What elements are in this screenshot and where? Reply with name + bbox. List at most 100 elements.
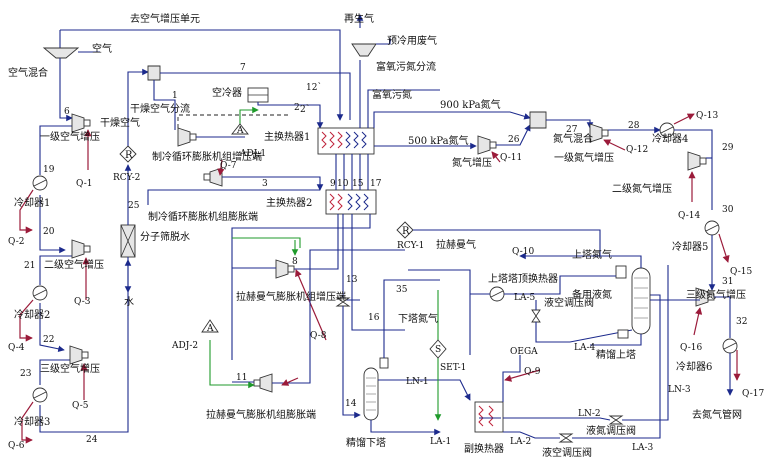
adjust-adj2[interactable] (201, 319, 219, 333)
main-heat-exchanger-2[interactable] (325, 189, 377, 215)
line-lachmann-air (231, 214, 371, 360)
lachmann-expander[interactable] (253, 373, 273, 393)
line-exp-out (272, 249, 405, 384)
stream-7: 7 (240, 63, 246, 73)
label-n2-stage3: 三级氮气增压 (686, 288, 746, 301)
n2-cooler-4[interactable] (659, 122, 675, 138)
line-la1 (370, 420, 441, 436)
line-q16 (693, 307, 703, 336)
upper-bottom-drum[interactable] (617, 329, 629, 339)
recycle-rcy2[interactable] (119, 145, 137, 163)
line-stage2-out (39, 255, 72, 285)
n2-mixer[interactable] (529, 111, 547, 129)
label-cooler2: 冷却器2 (14, 308, 50, 321)
set-set1[interactable] (429, 339, 447, 359)
air-cooler-1[interactable] (32, 175, 48, 191)
mol-sieve-area: R (119, 65, 351, 293)
label-upper-column: 精馏上塔 (596, 348, 636, 361)
rcy1-area: R (335, 214, 601, 419)
liq-n2-valve[interactable] (608, 415, 624, 425)
liq-air-valve-bottom[interactable] (558, 433, 574, 443)
stream-16: 16 (368, 313, 380, 323)
label-air-stage3: 三级空气增压 (40, 362, 100, 375)
valve-13[interactable] (335, 297, 351, 307)
n2-compressor-stage2[interactable] (687, 151, 707, 171)
ref-booster-compressor[interactable] (177, 127, 197, 147)
stream-21: 21 (24, 261, 35, 271)
line-ln2 (503, 417, 611, 421)
label-cooler4: 冷却器4 (652, 132, 688, 145)
line-2 (257, 102, 324, 129)
label-water: 水 (124, 296, 134, 308)
label-n2-500: 500 kPa氮气 (408, 134, 469, 147)
air-cooler-2[interactable] (32, 285, 48, 301)
stream-28: 28 (628, 121, 640, 131)
rcy1-r-mark: R (402, 226, 410, 237)
line-air-to-booster (60, 29, 344, 121)
stream-29: 29 (722, 143, 734, 153)
stream-10: 10 (337, 179, 349, 189)
air-compressor-stage2[interactable] (71, 239, 91, 259)
label-n2-mix: 氮气混合 (553, 132, 593, 145)
line-q15 (718, 233, 730, 263)
label-adj1: ADJ-1 (239, 149, 266, 159)
upper-column[interactable] (631, 267, 651, 335)
air-compressor-stage1[interactable] (71, 113, 91, 133)
stream-9: 9 (330, 179, 336, 189)
line-q2 (19, 189, 34, 234)
line-q6 (21, 401, 34, 444)
air-mixer[interactable] (42, 47, 80, 59)
line-dry-air (127, 68, 149, 146)
adjust-adj1[interactable] (231, 123, 249, 135)
energy-q8: Q-8 (310, 331, 327, 341)
line-22 (39, 303, 65, 353)
label-oega: OEGA (510, 347, 538, 357)
recycle-rcy1[interactable] (396, 221, 414, 239)
label-precool-waste: 预冷用废气 (387, 34, 437, 47)
line-upper-top-n2 (580, 255, 642, 268)
upper-top-hx[interactable] (489, 286, 505, 302)
line-q8 (295, 269, 327, 341)
energy-q4: Q-4 (8, 343, 25, 353)
line-upper-bottom (590, 334, 642, 346)
stream-20: 20 (43, 227, 55, 237)
stream-2: 2 (294, 103, 300, 113)
air-compressor-stage3[interactable] (69, 345, 89, 365)
line-14 (342, 306, 361, 419)
waste-splitter[interactable] (351, 43, 377, 57)
label-to-air-booster: 去空气增压单元 (130, 12, 200, 25)
upper-reflux-drum[interactable] (615, 265, 627, 279)
energy-q7: Q-7 (220, 161, 237, 171)
line-to-reflux (504, 275, 616, 295)
label-lachmann-air: 拉赫曼气 (436, 238, 476, 251)
label-rcy2: RCY-2 (113, 173, 140, 183)
label-lachmann-boost: 拉赫曼气膨胀机组增压端 (236, 290, 346, 303)
lower-condenser[interactable] (379, 357, 389, 369)
sub-heat-exchanger[interactable] (474, 401, 504, 433)
liq-air-valve-upper[interactable] (531, 309, 541, 323)
line-q12 (603, 139, 626, 151)
stream-ln3: LN-3 (668, 385, 691, 395)
n2-cooler-5[interactable] (704, 220, 720, 236)
label-mol-sieve: 分子筛脱水 (140, 230, 190, 243)
label-liq-air-valve: 液空调压阀 (544, 296, 594, 309)
stream-la4: LA-4 (574, 343, 596, 353)
stream-27: 27 (566, 125, 578, 135)
line-q9 (504, 369, 541, 382)
line-la4 (535, 322, 633, 343)
line-12p (177, 114, 290, 128)
label-set1: SET-1 (440, 363, 466, 373)
n2-cooler-6[interactable] (722, 338, 738, 354)
main-heat-exchanger-1[interactable] (317, 127, 375, 155)
label-sub-hx: 副换热器 (464, 442, 504, 455)
n2-compressor-stage1[interactable] (589, 123, 609, 143)
dry-air-splitter[interactable] (147, 65, 161, 81)
n2-boost-compressor[interactable] (477, 135, 497, 155)
line-precool (376, 38, 391, 45)
air-cooler-3[interactable] (32, 387, 48, 403)
stream-12p: 12` (306, 82, 322, 93)
stream-numbers: 1 2 2` 3 6 7 8 9 10 11 12` 13 14 15 16 1… (20, 63, 747, 453)
lower-column[interactable] (363, 367, 379, 421)
line-35 (408, 269, 471, 355)
energy-q12: Q-12 (626, 145, 648, 155)
